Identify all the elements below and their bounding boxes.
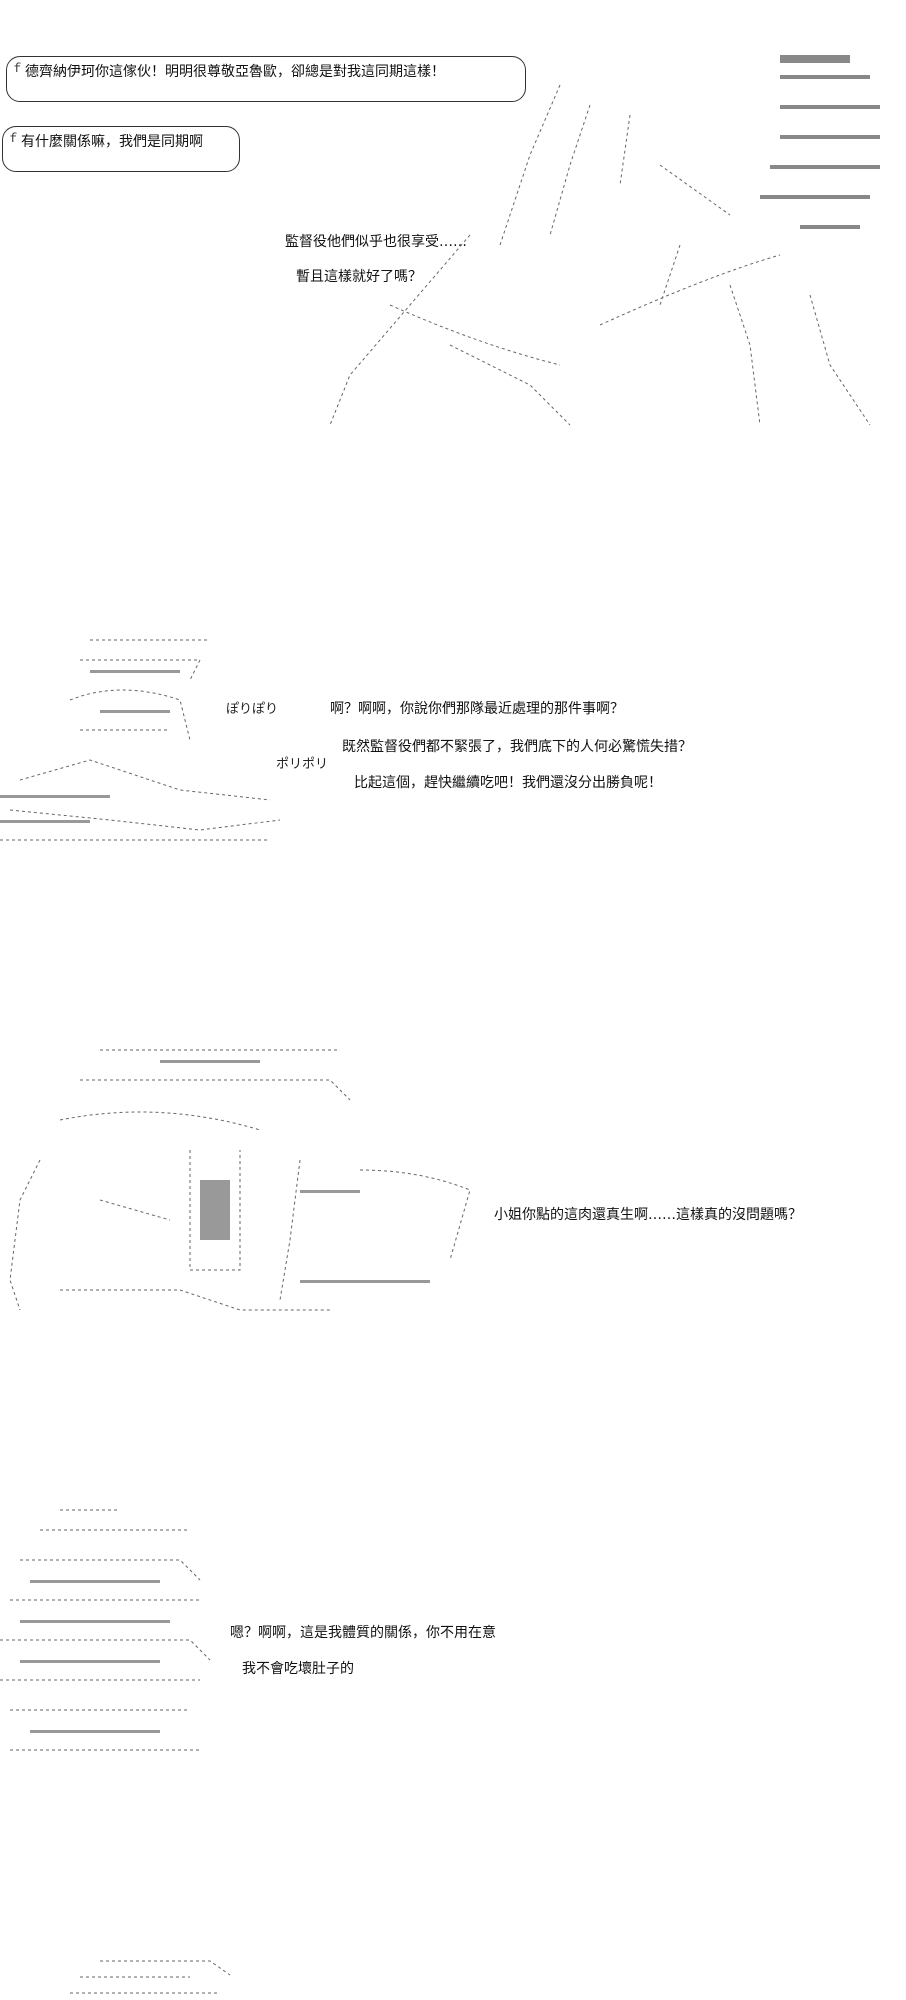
bubble-text-1: 德齊納伊珂你這傢伙！明明很尊敬亞魯歐，卻總是對我這同期這樣！ bbox=[25, 64, 445, 80]
narration-line-2: 暫且這樣就好了嗎？ bbox=[296, 269, 422, 285]
speech-bubble-1: ｆ 德齊納伊珂你這傢伙！明明很尊敬亞魯歐，卻總是對我這同期這樣！ bbox=[6, 56, 526, 102]
speech-bubble-2: ｆ 有什麼關係嘛，我們是同期啊 bbox=[2, 126, 240, 172]
panel-4: 嗯？啊啊，這是我體質的關係，你不用在意 我不會吃壞肚子的 bbox=[0, 1500, 906, 1780]
ascii-art-figure-1 bbox=[330, 45, 900, 435]
bubble-hook-icon: ｆ bbox=[11, 61, 24, 75]
panel-1: ｆ 德齊納伊珂你這傢伙！明明很尊敬亞魯歐，卻總是對我這同期這樣！ ｆ 有什麼關係… bbox=[0, 0, 906, 440]
dialogue-line-5: 嗯？啊啊，這是我體質的關係，你不用在意 bbox=[230, 1625, 496, 1641]
ascii-art-figure-2 bbox=[0, 620, 290, 850]
sfx-crunch-2: ポリポリ bbox=[276, 757, 329, 772]
bubble-text-2: 有什麼關係嘛，我們是同期啊 bbox=[21, 134, 203, 150]
sfx-crunch-1: ぽりぽり bbox=[226, 702, 279, 717]
narration-line-1: 監督役他們似乎也很享受…… bbox=[285, 234, 467, 250]
dialogue-line-4: 小姐你點的這肉還真生啊……這樣真的沒問題嗎？ bbox=[494, 1207, 802, 1223]
dialogue-line-1: 啊？啊啊，你說你們那隊最近處理的那件事啊？ bbox=[330, 701, 624, 717]
dialogue-line-3: 比起這個，趕快繼續吃吧！我們還沒分出勝負呢！ bbox=[354, 775, 662, 791]
dialogue-line-2: 既然監督役們都不緊張了，我們底下的人何必驚慌失措？ bbox=[342, 739, 692, 755]
ascii-art-figure-3 bbox=[0, 1040, 480, 1320]
panel-2: ぽりぽり ポリポリ 啊？啊啊，你說你們那隊最近處理的那件事啊？ 既然監督役們都不… bbox=[0, 620, 906, 860]
ascii-art-figure-4 bbox=[0, 1500, 220, 1770]
bubble-hook-icon: ｆ bbox=[7, 131, 20, 145]
panel-3: 小姐你點的這肉還真生啊……這樣真的沒問題嗎？ bbox=[0, 1040, 906, 1320]
dialogue-line-6: 我不會吃壞肚子的 bbox=[242, 1661, 354, 1677]
ascii-art-fragment bbox=[70, 1955, 240, 1995]
